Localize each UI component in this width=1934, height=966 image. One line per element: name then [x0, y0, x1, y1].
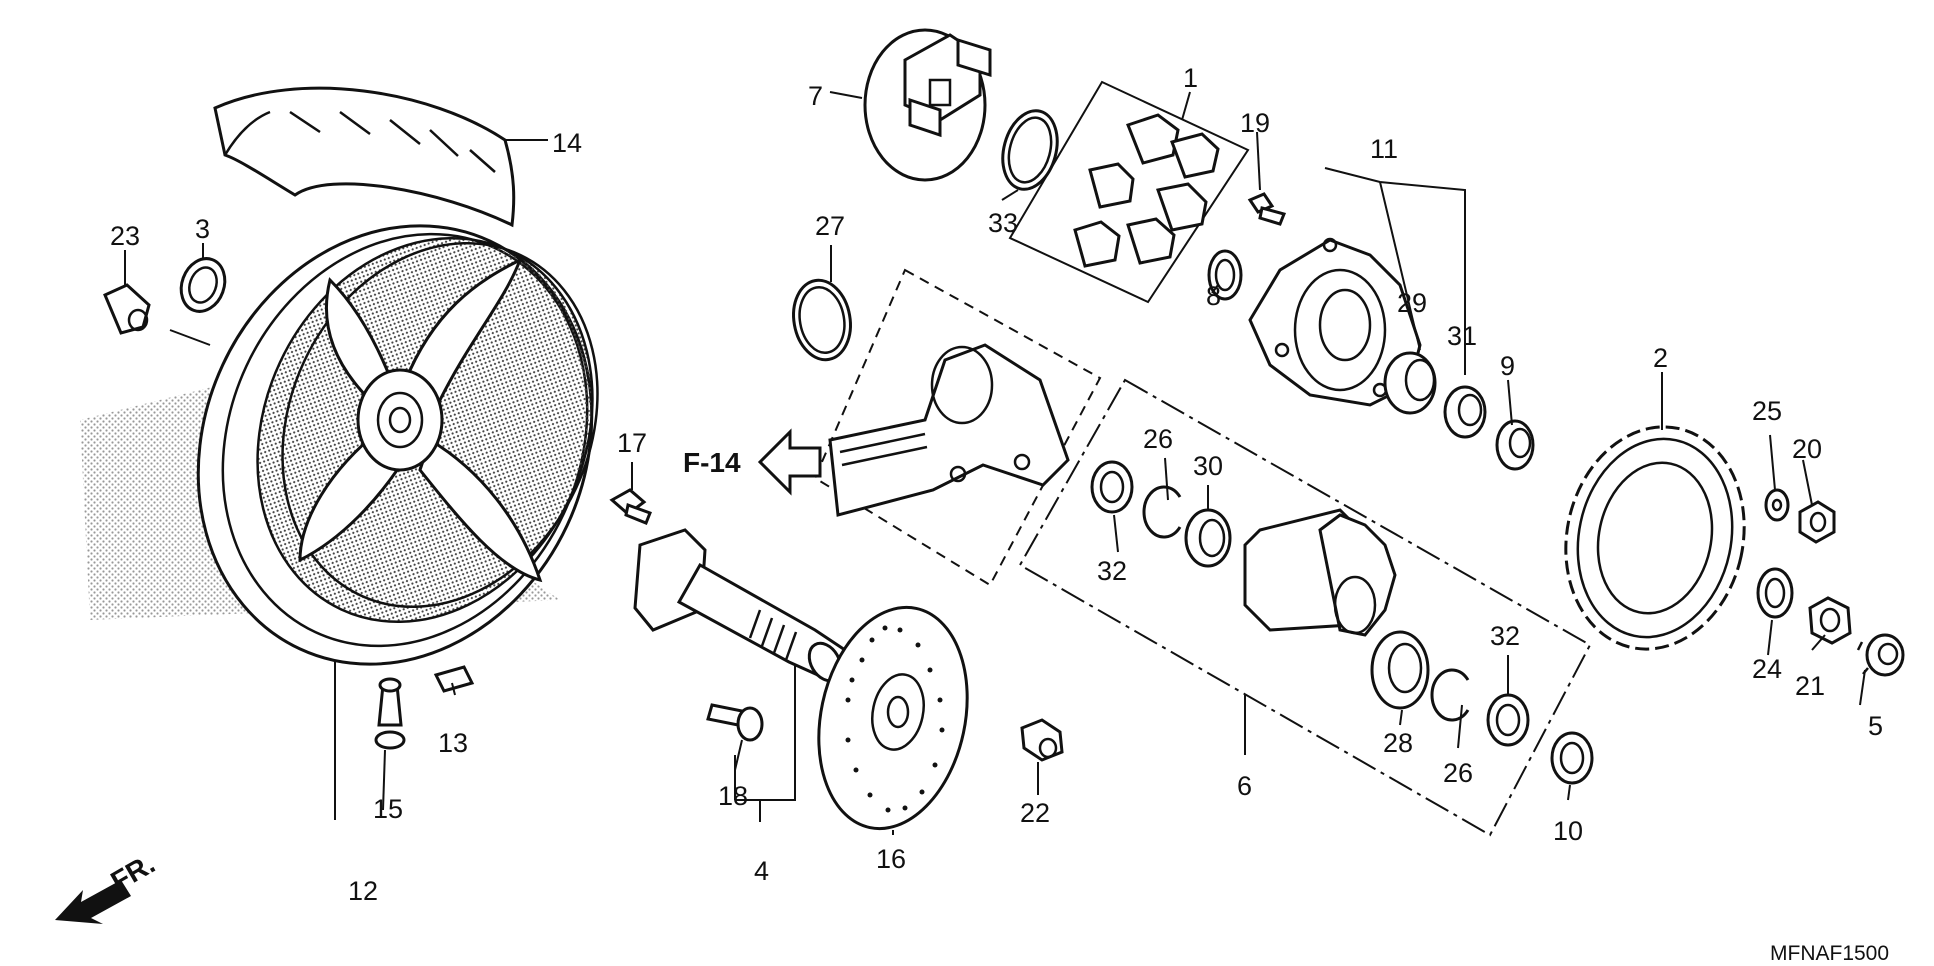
- part-21-nut: [1808, 596, 1852, 645]
- hub-components-group-box: [1018, 378, 1592, 837]
- callout-15: 15: [373, 794, 403, 824]
- callout-27: 27: [815, 211, 845, 241]
- callout-32-left: 32: [1097, 556, 1127, 586]
- part-2-sprocket: [1564, 425, 1746, 651]
- callout-8: 8: [1206, 281, 1221, 311]
- part-32-seal-right: [1486, 693, 1530, 747]
- caliper-bracket-group-box: [813, 268, 1102, 587]
- callout-26-right: 26: [1443, 758, 1473, 788]
- callout-7: 7: [808, 81, 823, 111]
- part-33-o-ring: [1001, 109, 1059, 191]
- part-9-seal: [1495, 419, 1535, 471]
- part-19-bolt: [1247, 192, 1287, 226]
- callout-12: 12: [348, 876, 378, 906]
- part-15-valve: [374, 677, 406, 750]
- callout-17: 17: [617, 428, 647, 458]
- callout-leader-lines: [124, 91, 1866, 835]
- part-16-brake-disc: [817, 605, 969, 831]
- part-32-seal-left: [1090, 460, 1134, 514]
- part-26-circlip-left: [1142, 485, 1182, 539]
- callout-2: 2: [1653, 343, 1668, 373]
- part-22-nut: [1020, 718, 1064, 762]
- callout-26-left: 26: [1143, 424, 1173, 454]
- callout-11: 11: [1370, 134, 1398, 164]
- callout-19: 19: [1240, 108, 1270, 138]
- callout-24: 24: [1752, 654, 1782, 684]
- reference-code: MFNAF1500: [1770, 942, 1889, 965]
- callout-28: 28: [1383, 728, 1413, 758]
- front-direction-arrow: [55, 880, 131, 924]
- part-27-circlip: [792, 278, 852, 362]
- callout-32-right: 32: [1490, 621, 1520, 651]
- callout-30: 30: [1193, 451, 1223, 481]
- part-1-damper-rubbers: [1073, 113, 1220, 268]
- section-reference-label: F-14: [683, 447, 741, 478]
- callout-25: 25: [1752, 396, 1782, 426]
- callout-16: 16: [876, 844, 906, 874]
- callout-18: 18: [718, 781, 748, 811]
- caliper-bracket: [828, 343, 1070, 517]
- section-reference-arrow: [757, 428, 822, 496]
- part-10-seal: [1550, 731, 1594, 785]
- callout-1: 1: [1183, 63, 1198, 93]
- part-13-balance-weight: [433, 665, 475, 693]
- part-11-driven-flange: [1248, 237, 1422, 407]
- part-18-bolt: [706, 703, 764, 742]
- callout-14: 14: [552, 128, 582, 158]
- part-29-bearing: [1383, 351, 1437, 415]
- callout-29: 29: [1397, 288, 1427, 318]
- part-3-dust-seal: [179, 257, 227, 313]
- callout-10: 10: [1553, 816, 1583, 846]
- part-7-damper-holder: [863, 28, 992, 182]
- part-26-circlip-right: [1430, 668, 1470, 722]
- part-5-collar: [1856, 633, 1905, 677]
- rear-wheel-illustration: [80, 86, 599, 666]
- hub-sleeve: [1243, 508, 1397, 637]
- part-25-washer: [1764, 488, 1790, 522]
- callout-6: 6: [1237, 771, 1252, 801]
- part-20-nut: [1798, 500, 1836, 544]
- callout-5: 5: [1868, 711, 1883, 741]
- callout-22: 22: [1020, 798, 1050, 828]
- callout-3: 3: [195, 214, 210, 244]
- callout-20: 20: [1792, 434, 1822, 464]
- callout-31: 31: [1447, 321, 1477, 351]
- callout-21: 21: [1795, 671, 1825, 701]
- part-24-washer: [1756, 567, 1794, 619]
- callout-9: 9: [1500, 351, 1515, 381]
- callout-13: 13: [438, 728, 468, 758]
- damper-rubber-group-box: [1008, 80, 1250, 304]
- part-30-bearing: [1184, 508, 1232, 568]
- callout-23: 23: [110, 221, 140, 251]
- part-17-bolt: [609, 488, 652, 525]
- part-4-axle: [633, 528, 847, 683]
- callout-4: 4: [754, 856, 769, 886]
- part-28-bearing: [1370, 630, 1430, 710]
- part-23-cap: [103, 283, 151, 335]
- part-31-collar: [1443, 385, 1487, 439]
- callout-33: 33: [988, 208, 1018, 238]
